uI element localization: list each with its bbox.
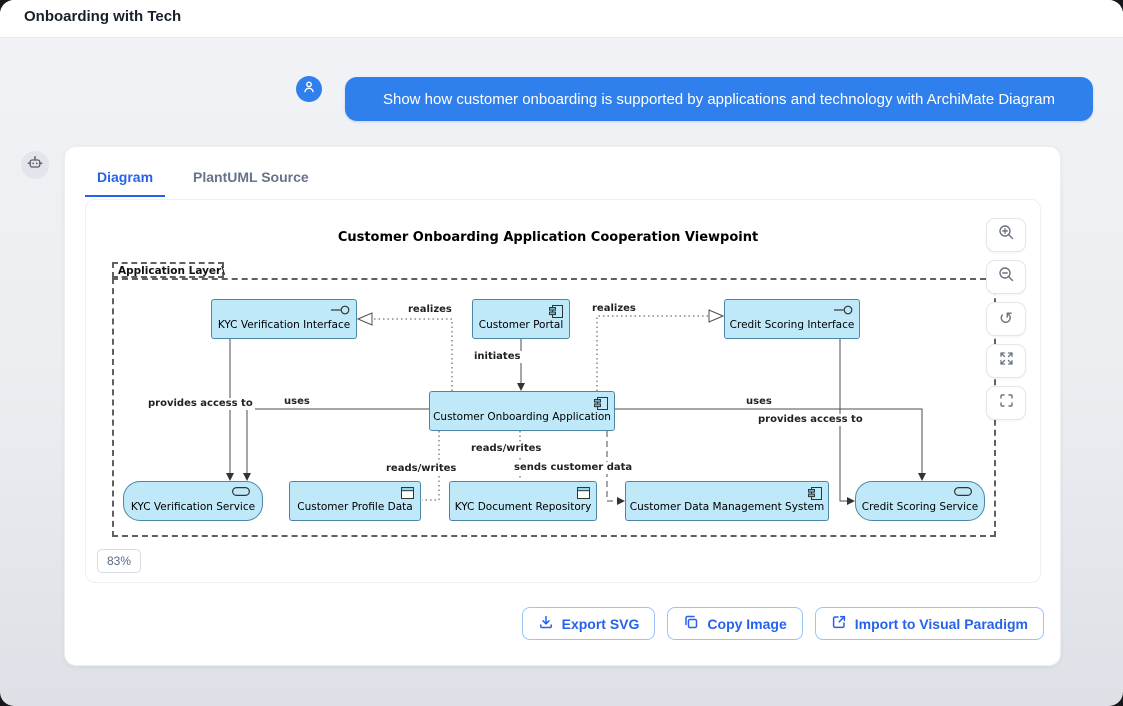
import-to-visual-paradigm-label: Import to Visual Paradigm xyxy=(854,615,1028,632)
edge-label-uses-right: uses xyxy=(744,396,774,408)
action-bar: Export SVG Copy Image Import to Visua xyxy=(521,607,1044,640)
node-label: Customer Portal xyxy=(478,319,564,331)
robot-icon xyxy=(27,155,43,176)
copy-image-button[interactable]: Copy Image xyxy=(667,607,803,640)
archimate-interface-icon xyxy=(331,305,350,315)
node-label: Credit Scoring Service xyxy=(861,501,979,513)
zoom-in-icon xyxy=(998,224,1015,246)
node-customer-onboarding-application[interactable]: Customer Onboarding Application xyxy=(429,391,615,431)
edge-label-sends-customer-data: sends customer data xyxy=(512,462,635,474)
download-icon xyxy=(538,614,554,633)
node-label: KYC Document Repository xyxy=(454,501,592,513)
tab-plantuml-source[interactable]: PlantUML Source xyxy=(193,169,309,185)
archimate-component-icon xyxy=(594,397,608,410)
archimate-data-object-icon xyxy=(577,487,590,499)
assistant-badge xyxy=(21,151,49,179)
zoom-out-icon xyxy=(998,266,1015,288)
node-label: Credit Scoring Interface xyxy=(729,319,855,331)
user-avatar xyxy=(296,76,322,102)
result-card: Diagram PlantUML Source Customer Onboard… xyxy=(64,146,1061,666)
edge-label-reads-writes-left: reads/writes xyxy=(384,463,459,475)
archimate-interface-icon xyxy=(834,305,853,315)
archimate-service-icon xyxy=(232,487,250,497)
zoom-out-button[interactable] xyxy=(986,260,1026,294)
node-customer-data-management-system[interactable]: Customer Data Management System xyxy=(625,481,829,521)
node-label: KYC Verification Interface xyxy=(217,319,351,331)
edge-label-initiates: initiates xyxy=(472,351,523,363)
node-label: KYC Verification Service xyxy=(130,501,256,513)
header-bar: Onboarding with Tech xyxy=(0,0,1123,38)
node-label: Customer Onboarding Application xyxy=(433,411,611,423)
node-label: Customer Data Management System xyxy=(629,501,825,513)
import-to-visual-paradigm-button[interactable]: Import to Visual Paradigm xyxy=(814,607,1044,640)
diagram-title: Customer Onboarding Application Cooperat… xyxy=(337,230,759,245)
edge-label-realizes-right: realizes xyxy=(590,303,638,315)
node-label: Customer Profile Data xyxy=(297,501,413,513)
external-link-icon xyxy=(831,614,847,633)
archimate-component-icon xyxy=(549,305,563,318)
application-layer-label: Application Layer\ xyxy=(112,262,225,278)
page-title: Onboarding with Tech xyxy=(24,8,182,25)
copy-image-label: Copy Image xyxy=(707,615,787,632)
reset-view-icon: ↺ xyxy=(998,308,1014,329)
node-credit-scoring-interface[interactable]: Credit Scoring Interface xyxy=(724,299,860,339)
node-credit-scoring-service[interactable]: Credit Scoring Service xyxy=(855,481,985,521)
node-customer-portal[interactable]: Customer Portal xyxy=(472,299,570,339)
zoom-level-badge: 83% xyxy=(97,549,141,573)
fullscreen-icon xyxy=(999,393,1014,413)
fit-view-icon xyxy=(999,351,1014,371)
user-icon xyxy=(302,80,316,99)
export-svg-label: Export SVG xyxy=(561,615,640,632)
archimate-data-object-icon xyxy=(401,487,414,499)
copy-icon xyxy=(683,614,699,633)
reset-view-button[interactable]: ↺ xyxy=(986,302,1026,336)
diagram-panel: Customer Onboarding Application Cooperat… xyxy=(85,199,1041,583)
edge-label-realizes-left: realizes xyxy=(406,304,454,316)
edge-label-uses-left: uses xyxy=(282,396,312,408)
node-customer-profile-data[interactable]: Customer Profile Data xyxy=(289,481,421,521)
chat-message-bubble: Show how customer onboarding is supporte… xyxy=(345,77,1093,121)
fit-view-button[interactable] xyxy=(986,344,1026,378)
export-svg-button[interactable]: Export SVG xyxy=(521,607,656,640)
tab-diagram[interactable]: Diagram xyxy=(85,169,166,197)
edge-label-reads-writes-mid: reads/writes xyxy=(469,443,544,455)
edge-label-provides-right: provides access to xyxy=(756,414,865,426)
zoom-in-button[interactable] xyxy=(986,218,1026,252)
zoom-controls: ↺ xyxy=(986,218,1026,420)
node-kyc-document-repository[interactable]: KYC Document Repository xyxy=(449,481,597,521)
edge-label-provides-left: provides access to xyxy=(146,398,255,410)
archimate-component-icon xyxy=(808,487,822,500)
node-kyc-verification-interface[interactable]: KYC Verification Interface xyxy=(211,299,357,339)
fullscreen-button[interactable] xyxy=(986,386,1026,420)
tab-bar: Diagram PlantUML Source xyxy=(85,169,321,197)
archimate-service-icon xyxy=(954,487,972,497)
node-kyc-verification-service[interactable]: KYC Verification Service xyxy=(123,481,263,521)
